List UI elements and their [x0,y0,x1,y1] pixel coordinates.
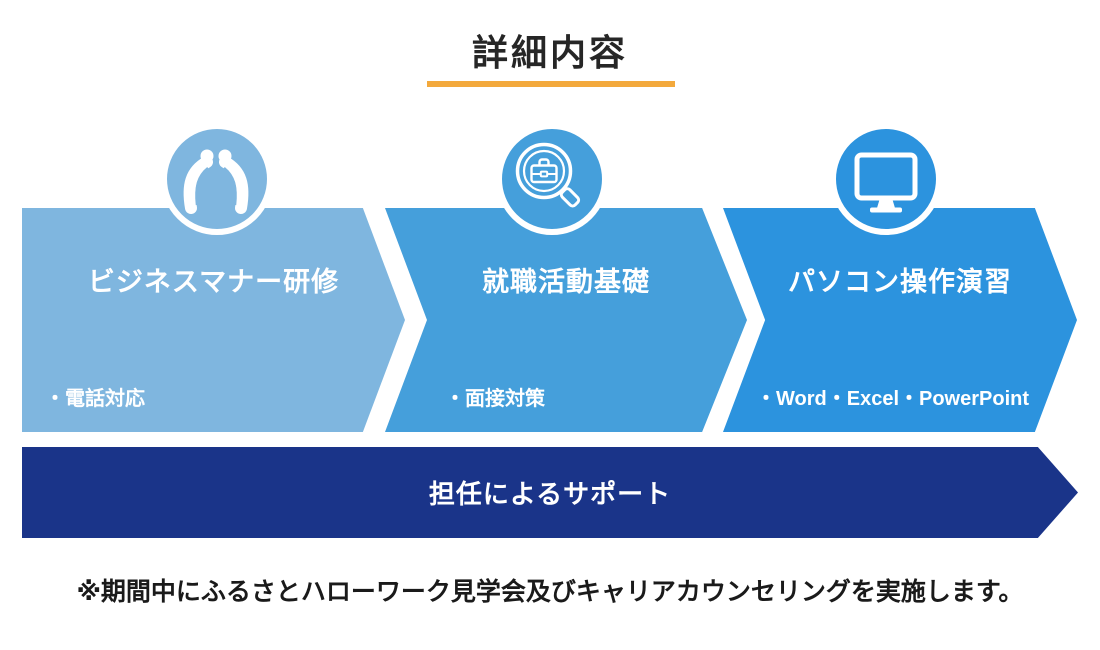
page-title: 詳細内容 [471,32,628,73]
briefcase-search-icon [515,142,581,208]
step-2-bullets: ・面接対策 ・履歴書、職務経歴書の 書き方 等 [445,312,665,432]
bullet-line: ・Word・Excel・PowerPoint [756,388,1030,410]
title-underline [427,81,675,87]
step-3-bullets: ・Word・Excel・PowerPoint ・オンライン面接対策 [756,312,1030,432]
footnote: ※期間中にふるさとハローワーク見学会及びキャリアカウンセリングを実施します。 [76,578,1024,606]
step-1-title: ビジネスマナー研修 [87,267,340,297]
step-3-icon-circle [830,123,942,235]
step-2-icon-circle [496,123,608,235]
support-bar: 担任によるサポート [22,447,1078,538]
step-3-title: パソコン操作演習 [788,267,1012,297]
step-3-chevron: パソコン操作演習 ・Word・Excel・PowerPoint ・オンライン面接… [723,208,1077,432]
bullet-line: ・電話対応 [45,388,145,410]
bullet-line: ・面接対策 [445,388,545,410]
step-2-title: 就職活動基礎 [482,267,650,297]
step-1-bullets: ・電話対応 ・接遇マナー 等 [45,312,205,432]
step-1-chevron: ビジネスマナー研修 ・電話対応 ・接遇マナー 等 [22,208,405,432]
monitor-icon [854,152,918,213]
step-2-chevron: 就職活動基礎 ・面接対策 ・履歴書、職務経歴書の 書き方 等 [385,208,747,432]
support-bar-label: 担任によるサポート [428,479,672,509]
step-1-icon-circle [161,123,273,235]
bowing-people-icon [183,149,249,214]
